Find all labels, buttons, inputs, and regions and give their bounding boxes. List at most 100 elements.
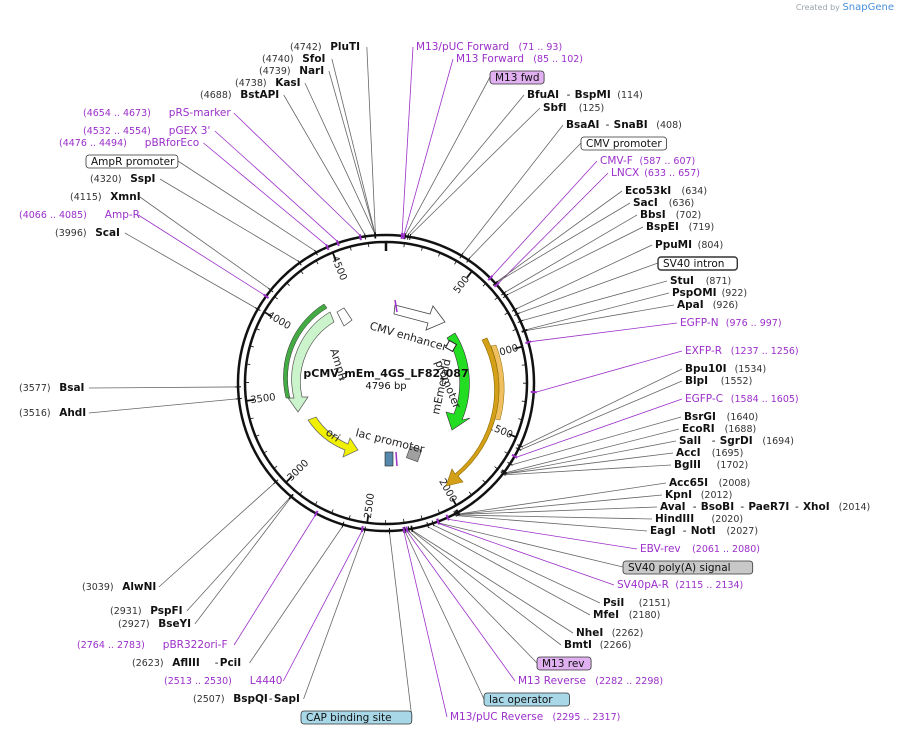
label-M13Reverse[interactable]: M13 Reverse(2282 .. 2298) <box>518 675 663 687</box>
label-box <box>622 560 754 575</box>
label-Amp-R[interactable]: (4066 .. 4085)Amp-R <box>19 209 140 221</box>
label-PsiI[interactable]: PsiI(2151) <box>603 597 670 609</box>
label-KpnI[interactable]: KpnI(2012) <box>665 489 732 501</box>
label-LNCX[interactable]: LNCX(633 .. 657) <box>611 167 700 179</box>
label-Acc65I[interactable]: Acc65I(2008) <box>669 477 750 489</box>
purple-mark-2 <box>394 299 398 313</box>
label-BsaAI[interactable]: BsaAI-SnaBI(408) <box>566 119 682 131</box>
label-BspEI[interactable]: BspEI(719) <box>646 221 714 233</box>
tick-mark <box>420 515 423 520</box>
label-AmpRpromoter[interactable]: AmpR promoter <box>85 154 179 169</box>
label-PspFI[interactable]: (2931)PspFI <box>110 605 183 617</box>
label-StuI[interactable]: StuI(871) <box>670 275 731 287</box>
label-SV40intron[interactable]: SV40 intron <box>657 256 739 271</box>
label-SspI[interactable]: (4320)SspI <box>90 173 155 185</box>
label-box <box>657 256 739 271</box>
sv40-orange-arrow[interactable] <box>445 337 500 487</box>
label-SacI[interactable]: SacI(636) <box>633 197 694 209</box>
label-BseYI[interactable]: (2927)BseYI <box>118 618 191 630</box>
label-pBR322ori-F[interactable]: (2764 .. 2783)pBR322ori-F <box>77 639 228 651</box>
label-position: (634) <box>682 186 708 197</box>
label-name: SalI <box>679 435 701 447</box>
label-EagI[interactable]: EagI-NotI(2027) <box>650 525 758 537</box>
connector-line <box>459 482 667 515</box>
label-M13rev[interactable]: M13 rev <box>536 656 592 671</box>
label-name: EcoRI <box>682 423 715 435</box>
label-pBRforEco[interactable]: (4476 .. 4494)pBRforEco <box>59 137 199 149</box>
label-KasI[interactable]: (4738)KasI <box>235 77 301 89</box>
label-CMVpromoter[interactable]: CMV promoter <box>580 136 667 151</box>
label-BmtI[interactable]: BmtI(2266) <box>564 639 631 651</box>
label-SV40pA-R[interactable]: SV40pA-R(2115 .. 2134) <box>617 579 743 591</box>
label-BlpI[interactable]: BlpI(1552) <box>685 375 752 387</box>
label-Eco53kI[interactable]: Eco53kI(634) <box>625 185 707 197</box>
label-CMV-F[interactable]: CMV-F(587 .. 607) <box>600 155 695 167</box>
label-M13pUCFwd[interactable]: M13/pUC Forward(71 .. 93) <box>416 41 562 53</box>
label-pGEX3[interactable]: (4532 .. 4554)pGEX 3' <box>83 125 210 137</box>
promoter-block[interactable] <box>444 339 458 353</box>
label-AvaI[interactable]: AvaI-BsoBI-PaeR7I-XhoI(2014) <box>660 501 870 513</box>
label-EGFP-N[interactable]: EGFP-N(976 .. 997) <box>680 317 782 329</box>
label-name: SfoI <box>302 53 325 65</box>
label-BglII[interactable]: BglII(1702) <box>674 459 748 471</box>
label-NarI[interactable]: (4739)NarI <box>259 65 324 77</box>
label-position: (2027) <box>726 526 758 537</box>
label-PpuMI[interactable]: PpuMI(804) <box>655 239 723 251</box>
connector-line <box>88 386 237 389</box>
label-AhdI[interactable]: (3516)AhdI <box>19 407 86 419</box>
label-L4440[interactable]: (2513 .. 2530)L4440 <box>164 675 282 687</box>
label-EcoRI[interactable]: EcoRI(1688) <box>682 423 756 435</box>
sv40-orange-arrow-2[interactable] <box>490 344 505 421</box>
mEmerald-arrow[interactable] <box>445 332 471 431</box>
label-XmnI[interactable]: (4115)XmnI <box>70 191 141 203</box>
label-M13pUCRev[interactable]: M13/pUC Reverse(2295 .. 2317) <box>450 711 620 723</box>
label-SV40polyA[interactable]: SV40 poly(A) signal <box>622 560 754 575</box>
label-SalI[interactable]: SalI-SgrDI(1694) <box>679 435 794 447</box>
label-PspOMI[interactable]: PspOMI(922) <box>672 287 747 299</box>
label-BfuAI[interactable]: BfuAI-BspMI(114) <box>527 89 643 101</box>
ori-arrow[interactable] <box>307 416 359 458</box>
label-ApaI[interactable]: ApaI(926) <box>677 299 738 311</box>
ampR-promoter-arrow[interactable] <box>336 307 353 327</box>
label-BstAPI[interactable]: (4688)BstAPI <box>200 89 279 101</box>
label-pRS-marker[interactable]: (4654 .. 4673)pRS-marker <box>83 107 231 119</box>
label-EBV-rev[interactable]: EBV-rev(2061 .. 2080) <box>640 543 760 555</box>
connector-line <box>518 262 659 314</box>
label-SbfI[interactable]: SbfI(125) <box>543 102 604 114</box>
label-BsaI[interactable]: (3577)BsaI <box>19 382 84 394</box>
label-SfoI[interactable]: (4740)SfoI <box>262 53 325 65</box>
label-name: BsaAI <box>566 119 599 131</box>
label-EGFP-C[interactable]: EGFP-C(1584 .. 1605) <box>685 393 799 405</box>
label-position: (2927) <box>118 619 150 630</box>
label-BbsI[interactable]: BbsI(702) <box>640 209 701 221</box>
label-ScaI[interactable]: (3996)ScaI <box>55 227 120 239</box>
label-HindIII[interactable]: HindIII(2020) <box>655 513 743 525</box>
label-BsrGI[interactable]: BsrGI(1640) <box>684 411 758 423</box>
label-name: Amp-R <box>105 209 140 221</box>
label-AlwNI[interactable]: (3039)AlwNI <box>82 581 156 593</box>
ampR-arrow[interactable] <box>287 311 335 413</box>
label-M13fwd[interactable]: M13 fwd <box>489 70 545 85</box>
label-position: (636) <box>669 198 695 209</box>
lac-operator-block[interactable] <box>384 451 394 467</box>
label-Bpu10I[interactable]: Bpu10I(1534) <box>685 363 766 375</box>
label-position: (85 .. 102) <box>533 54 583 65</box>
cmv-enhancer-arrow[interactable] <box>393 304 446 331</box>
label-lacoperator[interactable]: lac operator <box>483 692 570 707</box>
label-name: pGEX 3' <box>169 125 211 137</box>
lac-promoter-block[interactable] <box>405 445 423 463</box>
label-position: (2061 .. 2080) <box>692 544 760 555</box>
connector-line <box>530 322 678 343</box>
ampR-green-band[interactable] <box>283 303 328 399</box>
label-MfeI[interactable]: MfeI(2180) <box>593 609 660 621</box>
label-EXFP-R[interactable]: EXFP-R(1237 .. 1256) <box>685 345 799 357</box>
label-AccI[interactable]: AccI(1695) <box>676 447 743 459</box>
label-PluTI[interactable]: (4742)PluTI <box>290 41 360 53</box>
label-NheI[interactable]: NheI(2262) <box>576 627 643 639</box>
label-name: NarI <box>299 65 324 77</box>
label-M13Fwd[interactable]: M13 Forward(85 .. 102) <box>456 53 583 65</box>
label-CAP[interactable]: CAP binding site <box>300 710 413 725</box>
ring-marker <box>456 509 461 515</box>
